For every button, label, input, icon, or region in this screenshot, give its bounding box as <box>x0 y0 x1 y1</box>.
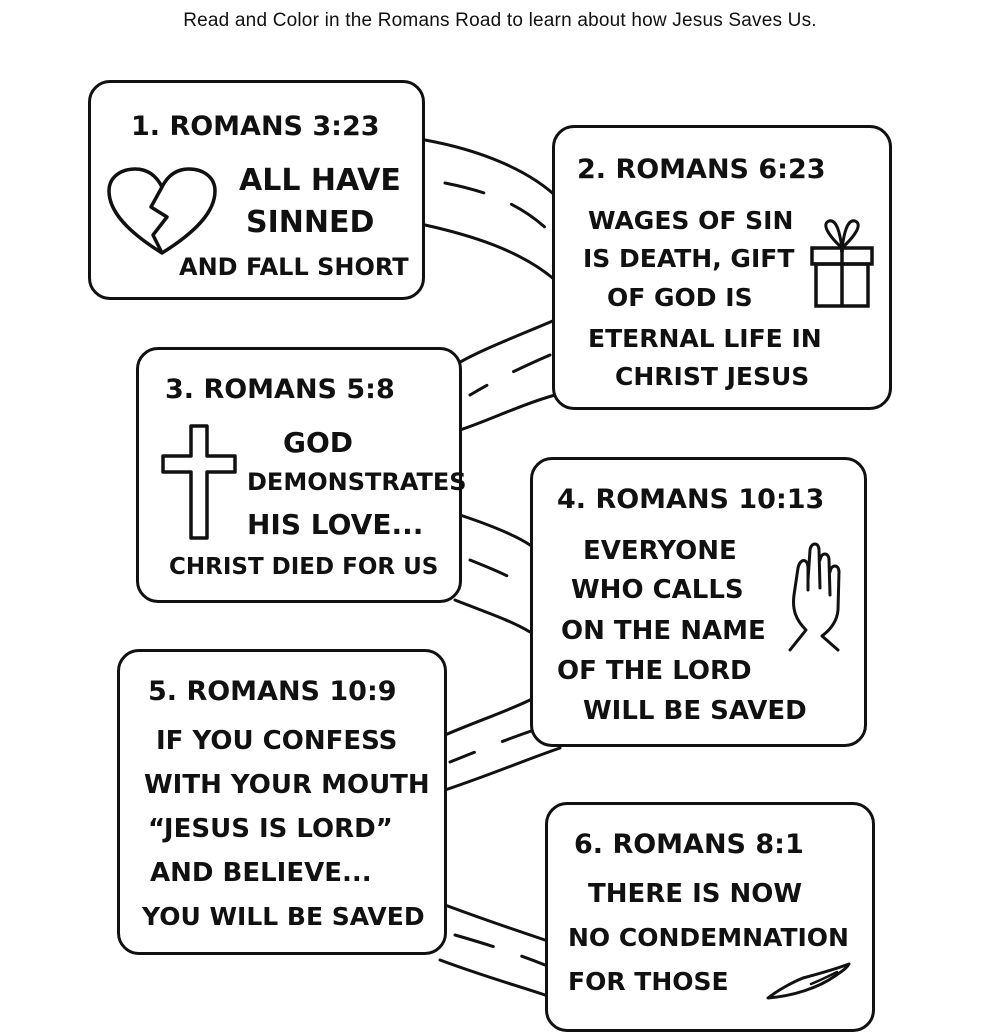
road-edge <box>458 513 532 547</box>
card-text-line: OF THE LORD <box>557 656 752 686</box>
road-edge <box>443 903 547 942</box>
card-text-line: IF YOU CONFESS <box>156 726 398 756</box>
road-centerline <box>468 353 552 397</box>
card-text-line: DEMONSTRATES <box>247 468 467 496</box>
card-romans-6-23: 2. ROMANS 6:23 WAGES OF SIN IS DEATH, GI… <box>552 125 892 410</box>
card-romans-10-9: 5. ROMANS 10:9 IF YOU CONFESS WITH YOUR … <box>117 649 447 955</box>
road-centerline <box>443 181 558 240</box>
praying-hand-icon <box>788 542 841 652</box>
wing-icon <box>766 962 851 1000</box>
road-edge <box>443 746 562 792</box>
card-text-line: THERE IS NOW <box>588 879 803 909</box>
gift-box-icon <box>810 219 874 308</box>
card-reference: 5. ROMANS 10:9 <box>148 676 397 707</box>
card-text-line: GOD <box>283 426 354 459</box>
card-romans-5-8: 3. ROMANS 5:8 GOD DEMONSTRATES HIS LOVE.… <box>136 347 467 603</box>
card-text-line: CHRIST JESUS <box>615 362 810 391</box>
card-reference: 6. ROMANS 8:1 <box>574 829 804 860</box>
card-text-line: SINNED <box>246 205 375 240</box>
card-text-line: WAGES OF SIN <box>588 206 794 235</box>
card-text-line: ON THE NAME <box>561 616 766 646</box>
card-text-line: CHRIST DIED FOR US <box>169 554 439 580</box>
card-text-line: YOU WILL BE SAVED <box>142 902 425 931</box>
cross-icon <box>161 424 237 540</box>
card-text-line: ALL HAVE <box>239 163 401 198</box>
broken-heart-icon <box>107 167 217 255</box>
card-romans-10-13: 4. ROMANS 10:13 EVERYONE WHO CALLS ON TH… <box>530 457 867 747</box>
card-text-line: OF GOD IS <box>607 283 753 312</box>
road-centerline <box>468 558 532 592</box>
road-centerline <box>453 933 547 967</box>
card-reference: 2. ROMANS 6:23 <box>577 154 826 185</box>
card-romans-3-23: 1. ROMANS 3:23 ALL HAVE SINNED AND FALL … <box>88 80 425 300</box>
card-text-line: “JESUS IS LORD” <box>148 814 393 844</box>
road-edge <box>423 138 562 202</box>
card-text-line: WILL BE SAVED <box>583 696 807 726</box>
card-text-line: FOR THOSE <box>568 967 729 996</box>
road-illustration <box>423 138 562 997</box>
card-romans-8-1: 6. ROMANS 8:1 THERE IS NOW NO CONDEMNATI… <box>545 802 875 1032</box>
card-text-line: WHO CALLS <box>571 575 744 605</box>
road-edge <box>458 393 557 432</box>
card-text-line: HIS LOVE... <box>247 508 424 541</box>
road-edge <box>453 598 532 634</box>
road-centerline <box>448 726 542 764</box>
card-text-line: EVERYONE <box>583 536 737 566</box>
road-edge <box>423 223 557 282</box>
card-text-line: AND FALL SHORT <box>179 253 409 281</box>
card-text-line: AND BELIEVE... <box>150 858 372 888</box>
card-text-line: ETERNAL LIFE IN <box>588 324 822 353</box>
road-edge <box>438 958 547 997</box>
road-edge <box>443 698 532 737</box>
card-reference: 4. ROMANS 10:13 <box>557 484 825 515</box>
card-text-line: WITH YOUR MOUTH <box>144 770 430 800</box>
road-edge <box>453 318 557 367</box>
card-reference: 3. ROMANS 5:8 <box>165 374 395 405</box>
instruction-text: Read and Color in the Romans Road to lea… <box>183 10 817 31</box>
card-text-line: NO CONDEMNATION <box>568 923 849 952</box>
card-reference: 1. ROMANS 3:23 <box>131 111 380 142</box>
card-text-line: IS DEATH, GIFT <box>583 244 795 273</box>
